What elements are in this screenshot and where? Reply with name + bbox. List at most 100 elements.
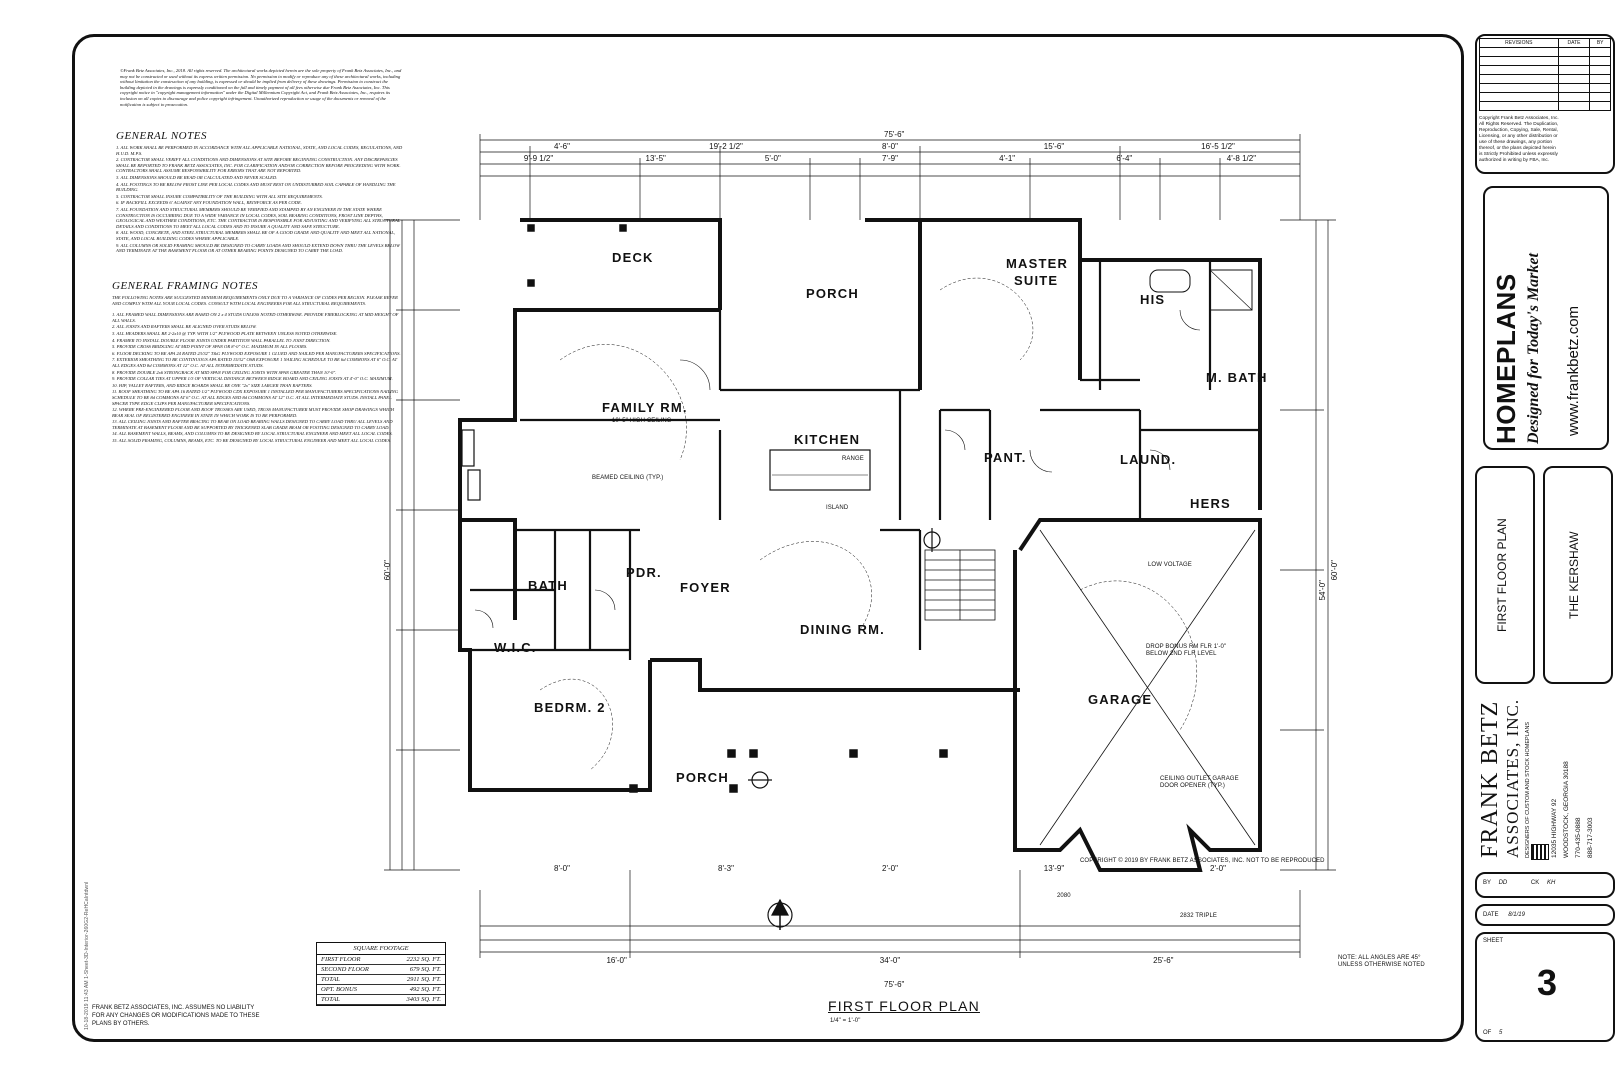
brand-name: HOMEPLANS	[1491, 273, 1521, 444]
note-item: 7. EXTERIOR SHEATHING TO BE CONTINUOUS A…	[112, 357, 397, 368]
room-label-deck: DECK	[612, 250, 654, 265]
dimension-label: 8'-3"	[718, 864, 734, 873]
dimension-label: 7'-9"	[882, 154, 898, 163]
tb-copyright: Copyright Frank Betz Associates, Inc. Al…	[1479, 116, 1559, 163]
note-item: 15. ALL SOLID FRAMING, COLUMNS, BEAMS, E…	[112, 438, 391, 444]
firm-logo-icon	[1531, 844, 1549, 860]
note-item: 14. ALL BASEMENT WALLS, BEAMS, AND COLUM…	[112, 431, 393, 437]
revisions-table: REVISIONS DATE BY	[1479, 38, 1611, 111]
sheet-label: SHEET	[1483, 938, 1504, 944]
note-item: 4. ALL FOOTINGS TO BE BELOW FROST LINE P…	[116, 181, 396, 193]
date-value: 8/1/19	[1508, 912, 1525, 918]
room-label-master-1: MASTER	[1006, 256, 1069, 271]
date-label: DATE	[1483, 912, 1499, 918]
room-label-porch-rear: PORCH	[806, 286, 859, 301]
title-block: REVISIONS DATE BY Copyright Frank Betz A…	[1475, 34, 1615, 1042]
general-notes-list: 1. ALL WORK SHALL BE PERFORMED IN ACCORD…	[116, 145, 406, 254]
dimension-label: 4'-6"	[554, 142, 570, 151]
room-label-m-bath: M. BATH	[1206, 370, 1268, 385]
room-label-foyer: FOYER	[680, 580, 731, 595]
note-door-2080: 2080	[1057, 893, 1071, 899]
room-label-bedroom2: BEDRM. 2	[534, 700, 606, 715]
dimension-label: 9'-9 1/2"	[523, 154, 554, 163]
room-label-powder: PDR.	[626, 565, 662, 580]
note-item: 7. ALL FOUNDATION AND STRUCTURAL MEMBERS…	[116, 206, 401, 229]
sheet-name-box: FIRST FLOOR PLAN	[1475, 466, 1535, 684]
revisions-box: REVISIONS DATE BY Copyright Frank Betz A…	[1475, 34, 1615, 174]
note-beamed-ceiling: BEAMED CEILING (TYP.)	[592, 475, 664, 481]
note-item: 9. ALL COLUMNS OR SOLID FRAMING SHOULD B…	[116, 242, 400, 254]
revisions-header: REVISIONS	[1479, 38, 1559, 48]
note-item: 2. CONTRACTOR SHALL VERIFY ALL CONDITION…	[116, 157, 401, 174]
note-item: 10. HIP, VALLEY RAFTERS, AND RIDGE BOARD…	[112, 382, 313, 388]
framing-notes: GENERAL FRAMING NOTES THE FOLLOWING NOTE…	[112, 280, 404, 445]
dimension-label: 4'-1"	[999, 154, 1016, 163]
note-item: 6. IF BACKFILL EXCEEDS 6' AGAINST ANY FO…	[116, 200, 302, 206]
plan-name-box: THE KERSHAW	[1543, 466, 1613, 684]
framing-notes-intro: THE FOLLOWING NOTES ARE SUGGESTED MINIMU…	[112, 295, 398, 306]
firm-phone-2: 888-717-3003	[1587, 817, 1594, 858]
disclaimer: FRANK BETZ ASSOCIATES, INC. ASSUMES NO L…	[92, 1005, 260, 1027]
dimension-label: 13'-5"	[645, 154, 666, 163]
revisions-by-header: BY	[1589, 38, 1611, 48]
note-item: 1. ALL WORK SHALL BE PERFORMED IN ACCORD…	[116, 145, 403, 156]
firm-name-1: FRANK BETZ	[1477, 700, 1503, 858]
dimension-label: 16'-5 1/2"	[1201, 142, 1235, 151]
note-item: 12. WHERE PRE-ENGINEERED FLOOR AND ROOF …	[112, 407, 395, 418]
sqft-value: 3403 SQ. FT.	[389, 994, 445, 1005]
sqft-value: 492 SQ. FT.	[389, 984, 445, 995]
note-door-2832: 2832 TRIPLE	[1180, 913, 1218, 919]
floor-plan-drawing	[384, 134, 1336, 958]
dimension-label: 19'-2 1/2"	[709, 142, 743, 151]
drawing-title: FIRST FLOOR PLAN	[828, 998, 980, 1014]
note-garage-outlet: CEILING OUTLET GARAGE DOOR OPENER (TYP.)	[1160, 776, 1239, 789]
firm-name-2: ASSOCIATES, INC.	[1503, 698, 1522, 858]
dim-right-mid: 54'-0"	[1318, 580, 1327, 601]
room-label-bath: BATH	[528, 578, 568, 593]
brand-tagline: Designed for Today's Market	[1525, 253, 1542, 444]
of-value: 5	[1499, 1030, 1503, 1036]
of-label-text: OF	[1483, 1030, 1492, 1036]
general-notes-title: GENERAL NOTES	[116, 130, 207, 142]
dimension-label: 25'-6"	[1153, 956, 1174, 965]
date-box: DATE 8/1/19	[1475, 904, 1615, 926]
dim-left-overall: 60'-0"	[383, 560, 392, 581]
sheet-number: 3	[1537, 962, 1558, 1003]
sheet-name: FIRST FLOOR PLAN	[1495, 518, 1509, 632]
note-item: 2. ALL JOISTS AND RAFTERS SHALL BE ALIGN…	[112, 324, 257, 330]
firm-description: DESIGNERS OF CUSTOM AND STOCK HOMEPLANS	[1525, 721, 1531, 858]
sqft-title: SQUARE FOOTAGE	[317, 943, 445, 955]
sqft-label: SECOND FLOOR	[317, 964, 390, 975]
dim-bottom-row2: 8'-0"8'-3"2'-0"13'-9"2'-0"	[480, 864, 1300, 874]
dimension-label: 34'-0"	[879, 956, 901, 965]
sqft-label: OPT. BONUS	[317, 984, 390, 995]
of-label: OF 5	[1483, 1030, 1502, 1036]
note-low-voltage: LOW VOLTAGE	[1148, 562, 1192, 568]
firm-phone-1: 770-435-0888	[1575, 817, 1582, 858]
dimension-label: 8'-0"	[554, 864, 570, 873]
note-item: 13. ALL CEILING JOISTS AND RAFTER BRACIN…	[112, 419, 393, 430]
note-item: 5. PROVIDE CROSS BRIDGING AT MID POINT O…	[112, 344, 308, 350]
framing-notes-title: GENERAL FRAMING NOTES	[112, 280, 258, 292]
note-garage-bonus: DROP BONUS RM FLR 1'-0" BELOW 2ND FLR LE…	[1146, 644, 1227, 657]
note-copyright-line: COPYRIGHT © 2019 BY FRANK BETZ ASSOCIATE…	[1080, 858, 1325, 864]
dimension-label: 16'-0"	[606, 956, 627, 965]
room-label-family: FAMILY RM.	[602, 400, 688, 415]
by-ck-box: BY DD CK KH	[1475, 872, 1615, 898]
note-item: 1. ALL FRAMED WALL DIMENSIONS ARE BASED …	[112, 312, 399, 323]
sqft-label: FIRST FLOOR	[317, 954, 390, 965]
brand-box: HOMEPLANS Designed for Today's Market ww…	[1483, 186, 1609, 450]
framing-notes-list: 1. ALL FRAMED WALL DIMENSIONS ARE BASED …	[112, 312, 404, 443]
plan-name: THE KERSHAW	[1567, 531, 1581, 619]
by-label: BY	[1483, 880, 1491, 886]
ck-label: CK	[1530, 880, 1540, 886]
note-item: 3. ALL HEADERS SHALL BE 2-2x10 @ TYP. WI…	[112, 330, 338, 336]
firm-address-2: WOODSTOCK, GEORGIA 30188	[1563, 761, 1570, 858]
dimension-label: 4'-8 1/2"	[1226, 154, 1257, 163]
